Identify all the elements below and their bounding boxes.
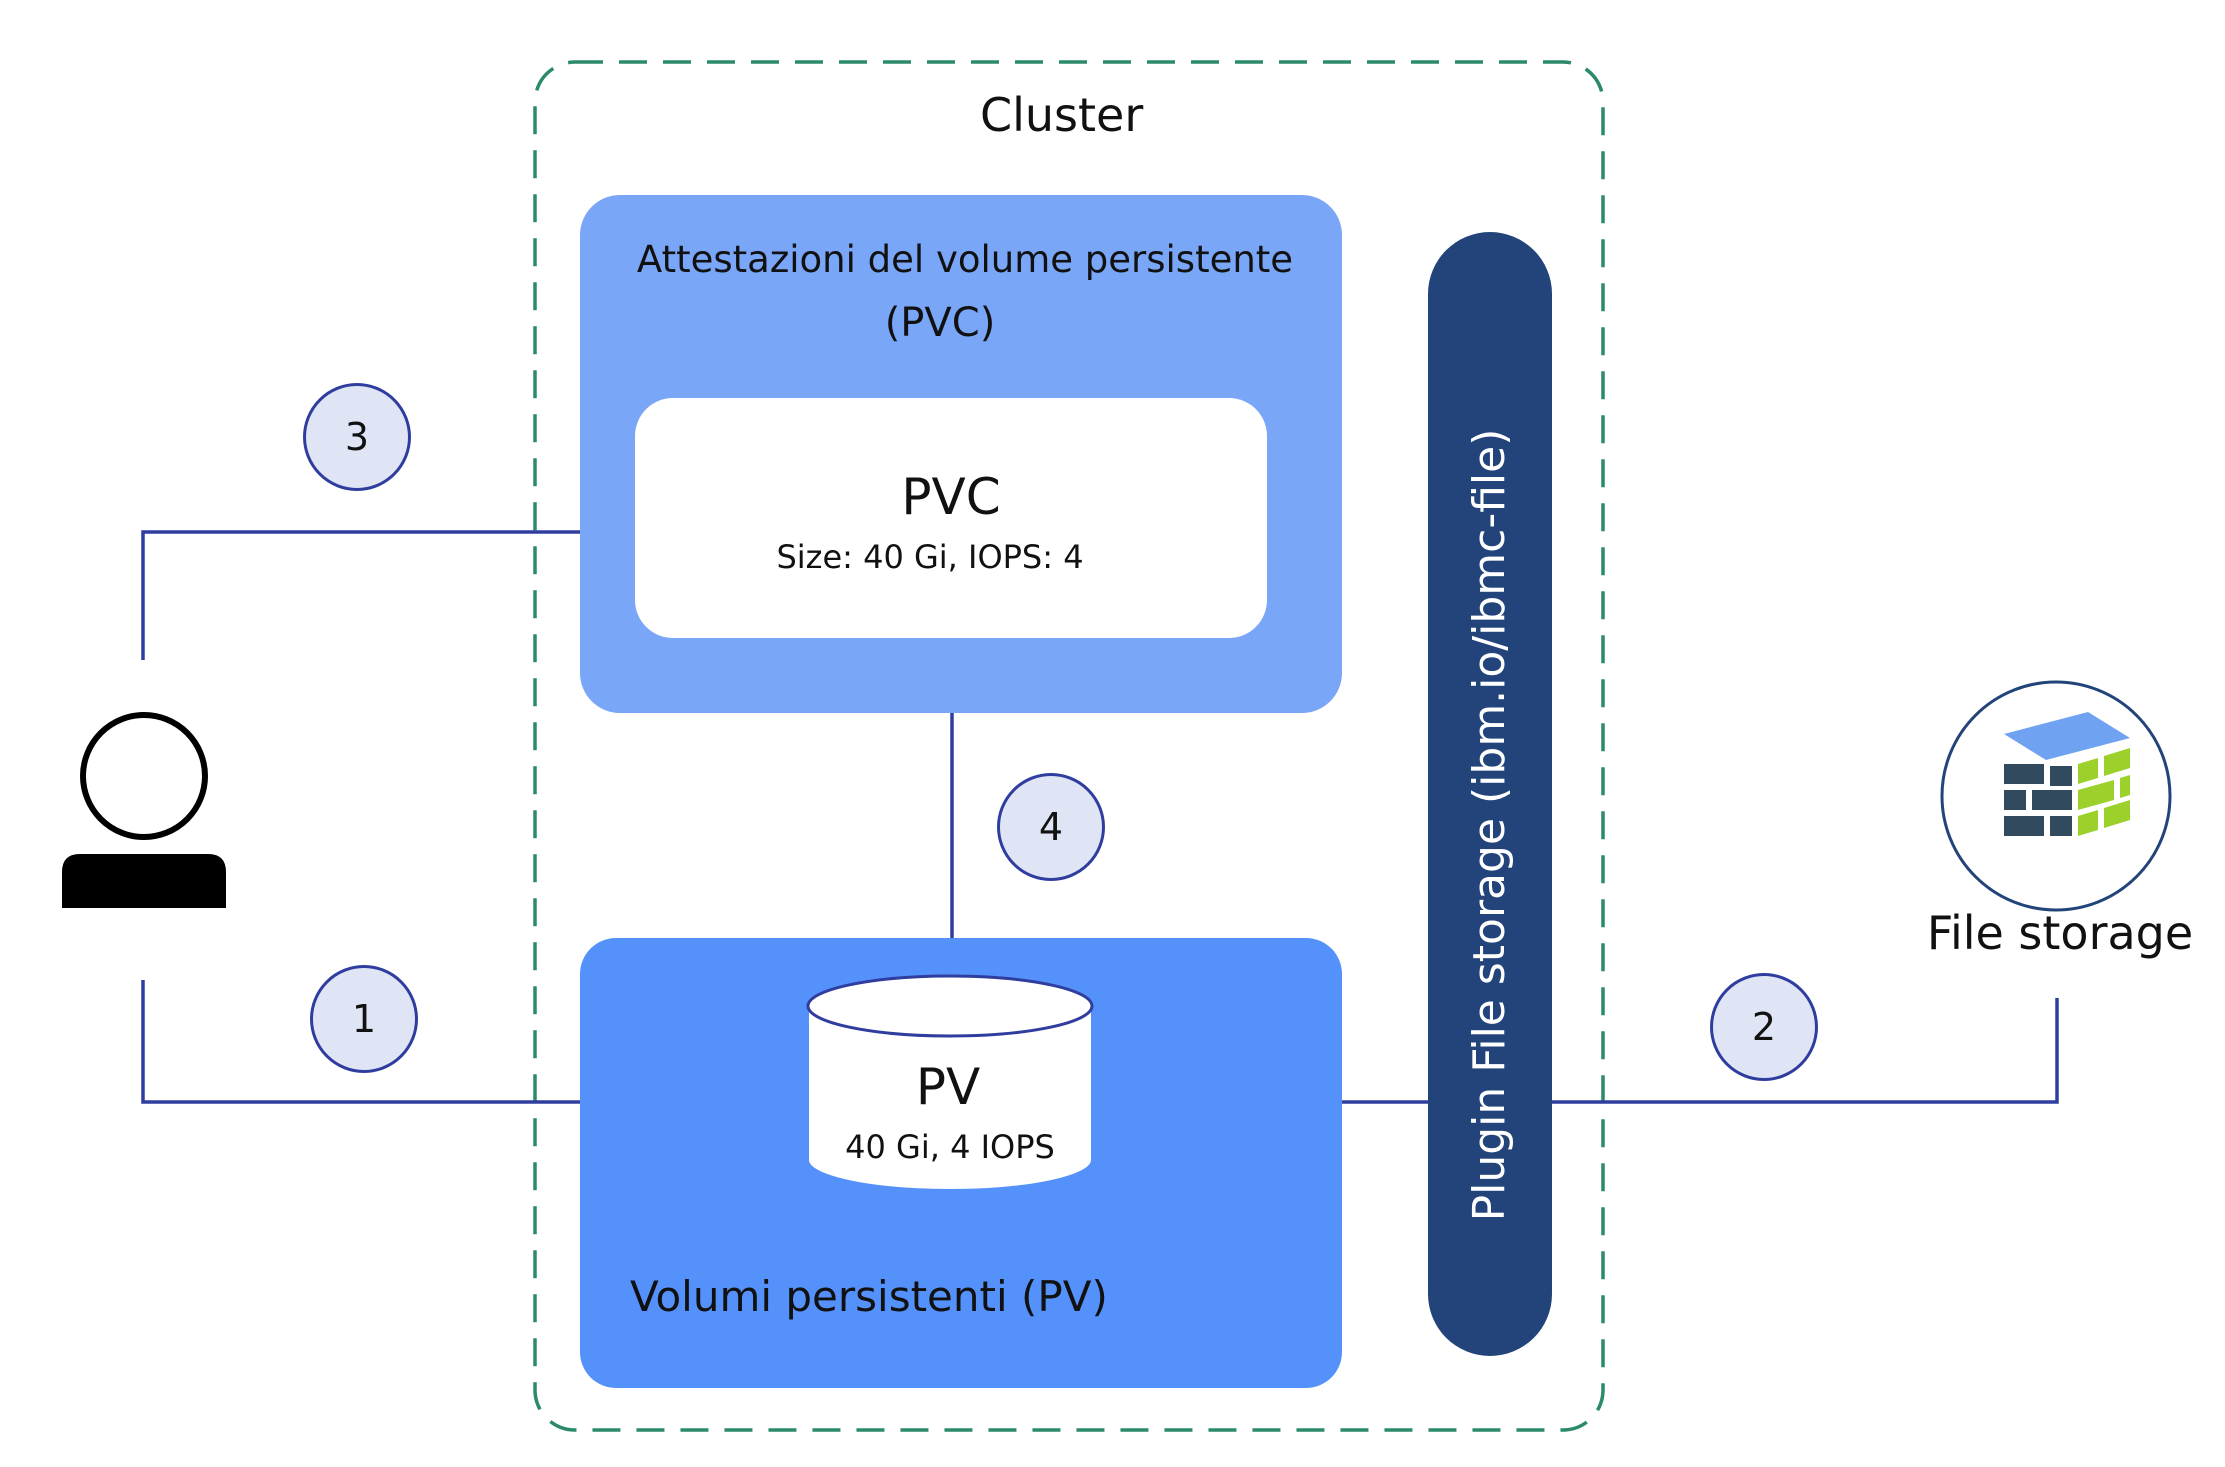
user-icon xyxy=(62,712,226,908)
plugin-bar xyxy=(1428,232,1552,1356)
cluster-boundary xyxy=(533,60,1605,1432)
pvc-panel-heading-abbrev: (PVC) xyxy=(884,300,996,346)
plugin-label: Plugin File storage (ibm.io/ibmc-file) xyxy=(1464,428,1515,1222)
pvc-card-title: PVC xyxy=(901,468,1001,526)
pvc-card xyxy=(635,398,1267,638)
pvc-card-details: Size: 40 Gi, IOPS: 4 xyxy=(776,538,1084,576)
pv-volume-details: 40 Gi, 4 IOPS xyxy=(845,1128,1055,1166)
step-3-badge: 3 xyxy=(303,383,411,491)
step-1-badge: 1 xyxy=(310,965,418,1073)
file-storage-icon xyxy=(1940,680,2172,912)
connector-pv-to-file-storage xyxy=(1110,998,2059,1104)
connector-user-to-pvc xyxy=(141,523,632,660)
file-storage-label: File storage xyxy=(1926,906,2194,960)
pvc-panel-heading: Attestazioni del volume persistente xyxy=(636,238,1294,281)
cluster-title: Cluster xyxy=(980,88,1144,142)
database-cylinder-icon xyxy=(806,974,1094,1191)
step-4-badge: 4 xyxy=(997,773,1105,881)
pv-panel-label: Volumi persistenti (PV) xyxy=(630,1272,1108,1321)
pv-volume-name: PV xyxy=(915,1058,981,1116)
step-2-badge: 2 xyxy=(1710,973,1818,1081)
